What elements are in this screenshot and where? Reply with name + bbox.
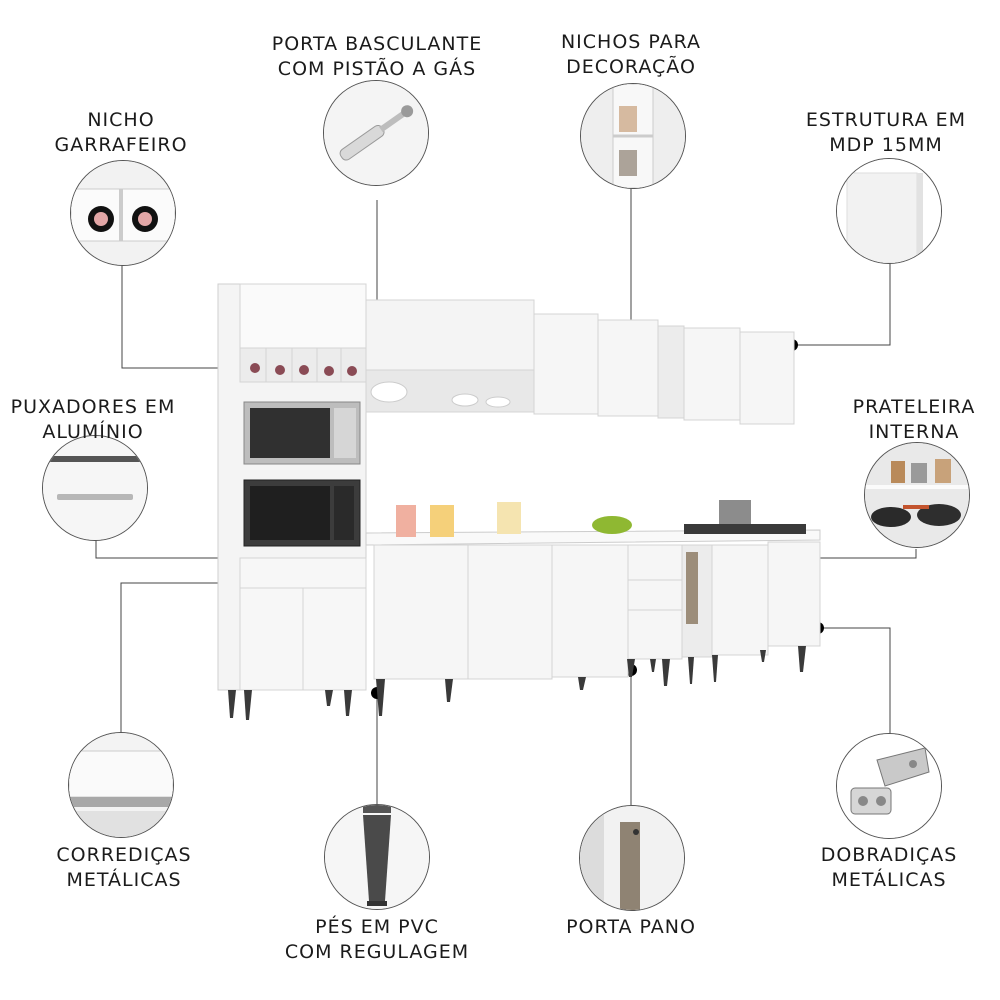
- label-nicho-garrafeiro: NICHO GARRAFEIRO: [54, 108, 187, 158]
- label-line: PORTA BASCULANTE: [271, 33, 483, 55]
- mdp-panel-circle: [836, 158, 942, 264]
- label-line: DOBRADIÇAS: [820, 844, 958, 866]
- label-line: ESTRUTURA EM: [805, 109, 967, 131]
- label-line: PRATELEIRA: [852, 396, 976, 418]
- label-line: PUXADORES EM: [10, 396, 176, 418]
- hinge-circle: [836, 733, 942, 839]
- label-estrutura-mdp: ESTRUTURA EM MDP 15MM: [806, 108, 966, 158]
- label-line: INTERNA: [868, 421, 960, 443]
- label-line: PÉS EM PVC: [315, 916, 439, 938]
- mdp-panel-icon: [837, 159, 941, 263]
- pvc-foot-icon: [325, 805, 429, 909]
- hinge-icon: [837, 734, 941, 838]
- wine-rack-circle: [70, 160, 176, 266]
- label-prateleira-interna: PRATELEIRA INTERNA: [853, 395, 976, 445]
- internal-shelf-circle: [864, 442, 970, 548]
- label-porta-pano: PORTA PANO: [566, 915, 696, 940]
- label-line: CORREDIÇAS: [56, 844, 192, 866]
- label-line: METÁLICAS: [66, 869, 182, 891]
- wine-rack-icon: [71, 161, 175, 265]
- label-line: DECORAÇÃO: [566, 56, 696, 78]
- label-line: ALUMÍNIO: [42, 421, 144, 443]
- label-porta-basculante: PORTA BASCULANTE COM PISTÃO A GÁS: [272, 32, 483, 82]
- label-line: MDP 15MM: [829, 134, 943, 156]
- drawer-slide-icon: [69, 733, 173, 837]
- towel-holder-circle: [579, 805, 685, 911]
- label-dobradicas: DOBRADIÇAS METÁLICAS: [821, 843, 958, 893]
- pvc-foot-circle: [324, 804, 430, 910]
- label-line: PORTA PANO: [566, 916, 696, 938]
- label-line: COM PISTÃO A GÁS: [277, 58, 477, 80]
- label-line: NICHOS PARA: [560, 31, 702, 53]
- decor-niche-icon: [581, 84, 685, 188]
- handle-circle: [42, 435, 148, 541]
- gas-piston-icon: [324, 81, 428, 185]
- gas-piston-circle: [323, 80, 429, 186]
- label-line: NICHO: [87, 109, 155, 131]
- label-puxadores: PUXADORES EM ALUMÍNIO: [11, 395, 176, 445]
- drawer-slide-circle: [68, 732, 174, 838]
- label-line: METÁLICAS: [831, 869, 947, 891]
- decor-niche-circle: [580, 83, 686, 189]
- label-line: COM REGULAGEM: [284, 941, 470, 963]
- handle-icon: [43, 436, 147, 540]
- label-pes-pvc: PÉS EM PVC COM REGULAGEM: [285, 915, 469, 965]
- label-nichos-decoracao: NICHOS PARA DECORAÇÃO: [561, 30, 701, 80]
- internal-shelf-icon: [865, 443, 969, 547]
- label-line: GARRAFEIRO: [54, 134, 188, 156]
- label-corredicas: CORREDIÇAS METÁLICAS: [56, 843, 191, 893]
- towel-holder-icon: [580, 806, 684, 910]
